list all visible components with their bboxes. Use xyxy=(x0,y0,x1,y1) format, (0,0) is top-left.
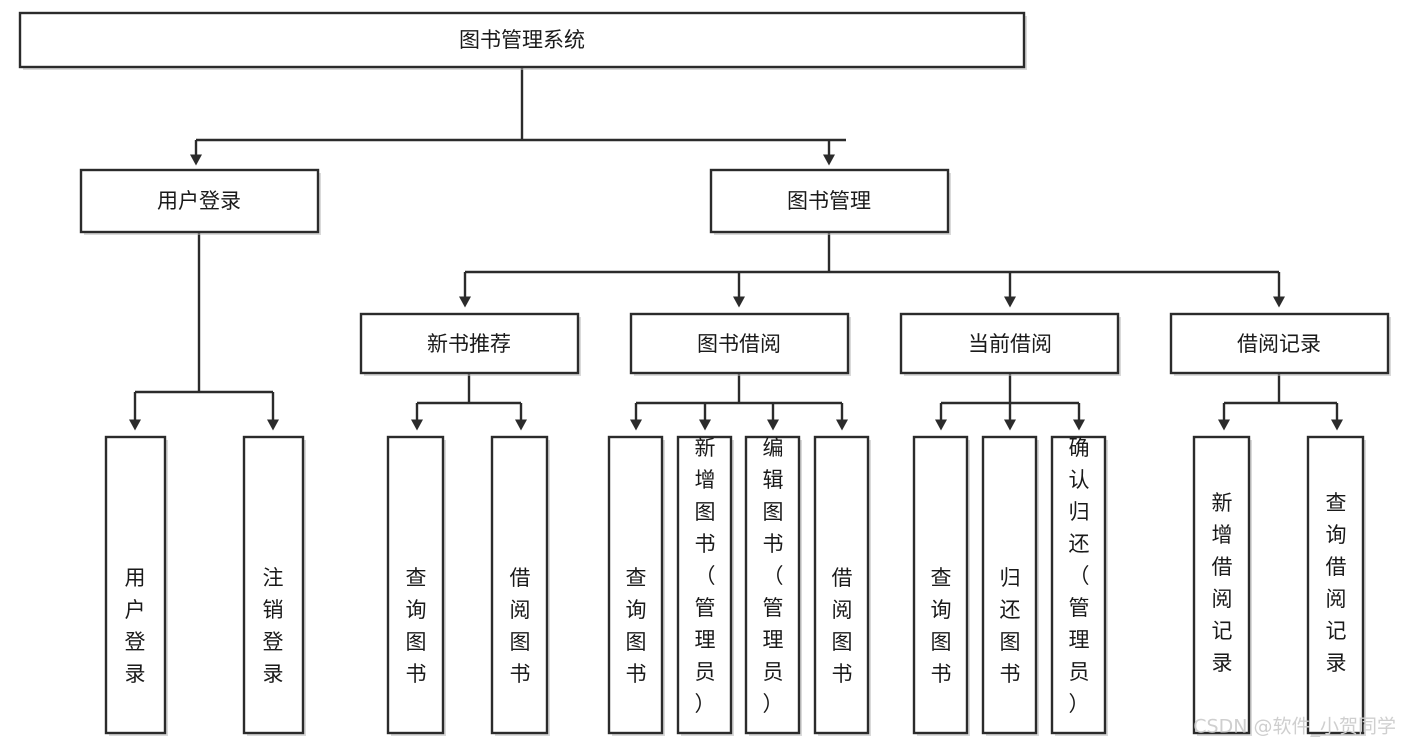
node-leaf2[interactable]: 注销登录 xyxy=(242,435,306,736)
node-bookmgmt[interactable]: 图书管理 xyxy=(709,168,951,235)
edge-newbook-to-leaves xyxy=(411,374,527,431)
node-leaf8[interactable]: 借阅图书 xyxy=(813,435,871,736)
node-root[interactable]: 图书管理系统 xyxy=(18,11,1027,70)
node-leaf11[interactable]: 确认归还（管理员） xyxy=(1050,435,1108,736)
edge-borrow-to-leaves xyxy=(630,374,848,431)
edge-records-to-leaves xyxy=(1218,374,1343,431)
node-label-root: 图书管理系统 xyxy=(459,28,585,52)
node-label-leaf11: 确认归还（管理员） xyxy=(1069,436,1090,716)
node-label-leaf5: 查询图书 xyxy=(626,566,647,686)
node-leaf7[interactable]: 编辑图书（管理员） xyxy=(744,435,802,736)
node-label-newbook: 新书推荐 xyxy=(427,332,511,356)
leaf-nodes-layer: 用户登录 注销登录 查询图书 借阅图书 查询图书 xyxy=(104,435,1366,736)
node-leaf6[interactable]: 新增图书（管理员） xyxy=(676,435,734,736)
node-borrow[interactable]: 图书借阅 xyxy=(629,312,851,376)
node-leaf13[interactable]: 查询借阅记录 xyxy=(1306,435,1366,736)
node-leaf1[interactable]: 用户登录 xyxy=(104,435,168,736)
node-label-leaf7: 编辑图书（管理员） xyxy=(763,436,784,716)
node-records[interactable]: 借阅记录 xyxy=(1169,312,1391,376)
node-leaf9[interactable]: 查询图书 xyxy=(912,435,970,736)
node-label-current: 当前借阅 xyxy=(968,332,1052,356)
node-label-borrow: 图书借阅 xyxy=(697,332,781,356)
node-label-leaf4: 借阅图书 xyxy=(510,566,531,686)
node-label-login: 用户登录 xyxy=(157,189,241,213)
node-label-leaf10: 归还图书 xyxy=(1000,566,1021,686)
edge-root-to-level2 xyxy=(190,67,846,166)
node-label-leaf9: 查询图书 xyxy=(931,566,952,686)
node-leaf4[interactable]: 借阅图书 xyxy=(490,435,550,736)
edge-login-to-leaves xyxy=(129,232,279,431)
node-label-bookmgmt: 图书管理 xyxy=(787,189,871,213)
node-current[interactable]: 当前借阅 xyxy=(899,312,1121,376)
edge-bookmgmt-to-level3 xyxy=(459,232,1285,308)
node-label-records: 借阅记录 xyxy=(1237,332,1321,356)
node-label-leaf2: 注销登录 xyxy=(263,566,284,686)
node-label-leaf12: 新增借阅记录 xyxy=(1212,491,1233,675)
node-newbook[interactable]: 新书推荐 xyxy=(359,312,581,376)
node-leaf10[interactable]: 归还图书 xyxy=(981,435,1039,736)
node-label-leaf13: 查询借阅记录 xyxy=(1326,491,1347,675)
node-label-leaf8: 借阅图书 xyxy=(832,566,853,686)
node-leaf12[interactable]: 新增借阅记录 xyxy=(1192,435,1252,736)
edges-layer xyxy=(129,67,1343,431)
node-leaf3[interactable]: 查询图书 xyxy=(386,435,446,736)
node-label-leaf6: 新增图书（管理员） xyxy=(695,436,716,716)
node-login[interactable]: 用户登录 xyxy=(79,168,321,235)
csdn-watermark: CSDN @软件_小贺同学 xyxy=(1193,716,1396,738)
node-label-leaf3: 查询图书 xyxy=(406,566,427,686)
edge-current-to-leaves xyxy=(935,374,1085,431)
node-label-leaf1: 用户登录 xyxy=(125,566,146,686)
node-leaf5[interactable]: 查询图书 xyxy=(607,435,665,736)
